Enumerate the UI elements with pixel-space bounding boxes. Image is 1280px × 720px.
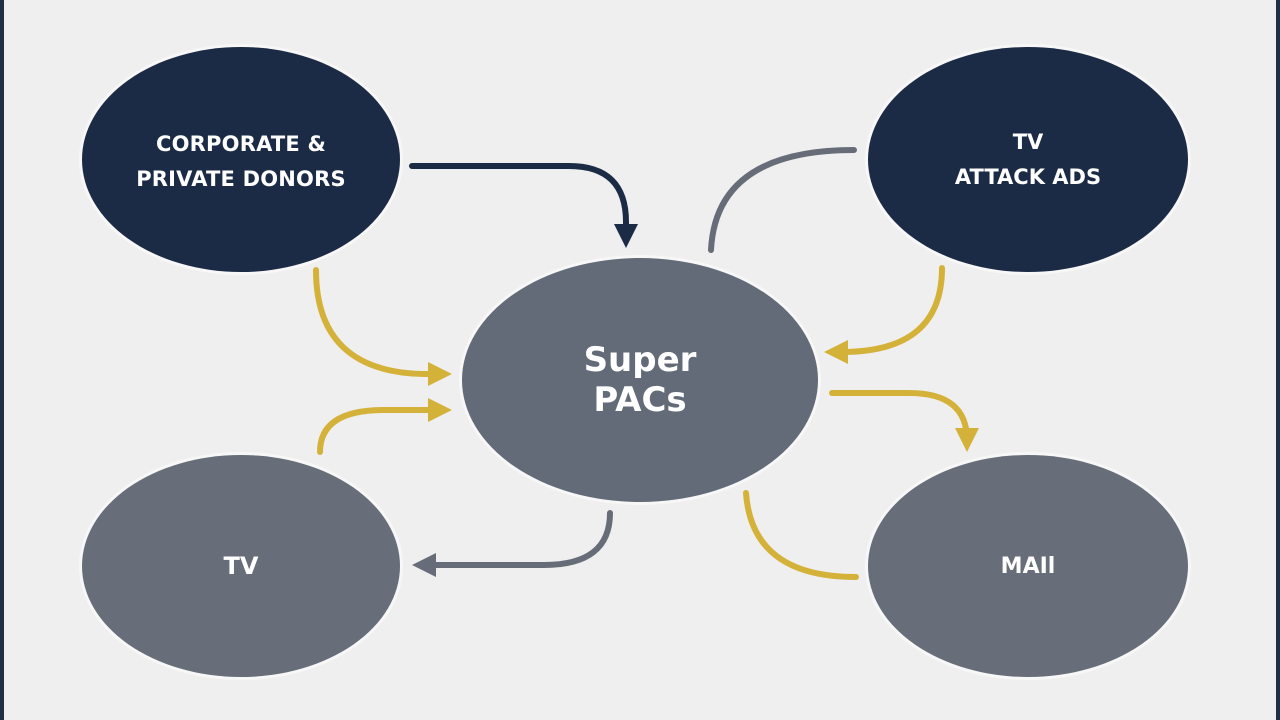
node-corporate-private-donors: CORPORATE & PRIVATE DONORS [82, 47, 400, 272]
node-tv-attack-ads: TV ATTACK ADS [868, 47, 1188, 272]
node-mail-label: MAIl [1000, 553, 1056, 579]
node-donors-line1: CORPORATE & [156, 131, 326, 156]
arrow-center-gold-to-mail-lower [743, 490, 859, 580]
node-center-line2: PACs [593, 380, 687, 420]
node-center-line1: Super [583, 340, 697, 380]
node-tv-label: TV [223, 552, 259, 580]
arrow-donors-to-center [409, 163, 638, 248]
connector-layer [313, 147, 979, 580]
arrow-center-to-attack-ads [708, 147, 857, 253]
node-mail: MAIl [868, 455, 1188, 677]
arrow-center-to-tv [412, 510, 613, 577]
node-attack-line1: TV [1012, 129, 1044, 154]
arrow-attack-ads-gold-to-center [824, 265, 945, 364]
node-attack-line2: ATTACK ADS [954, 164, 1102, 189]
arrow-tv-gold-to-center [317, 398, 452, 455]
arrow-center-gold-to-mail [829, 390, 979, 452]
node-donors-line2: PRIVATE DONORS [136, 166, 346, 191]
node-super-pacs: Super PACs [462, 258, 818, 502]
arrow-donors-gold-to-center [313, 267, 452, 386]
node-tv: TV [82, 455, 400, 677]
